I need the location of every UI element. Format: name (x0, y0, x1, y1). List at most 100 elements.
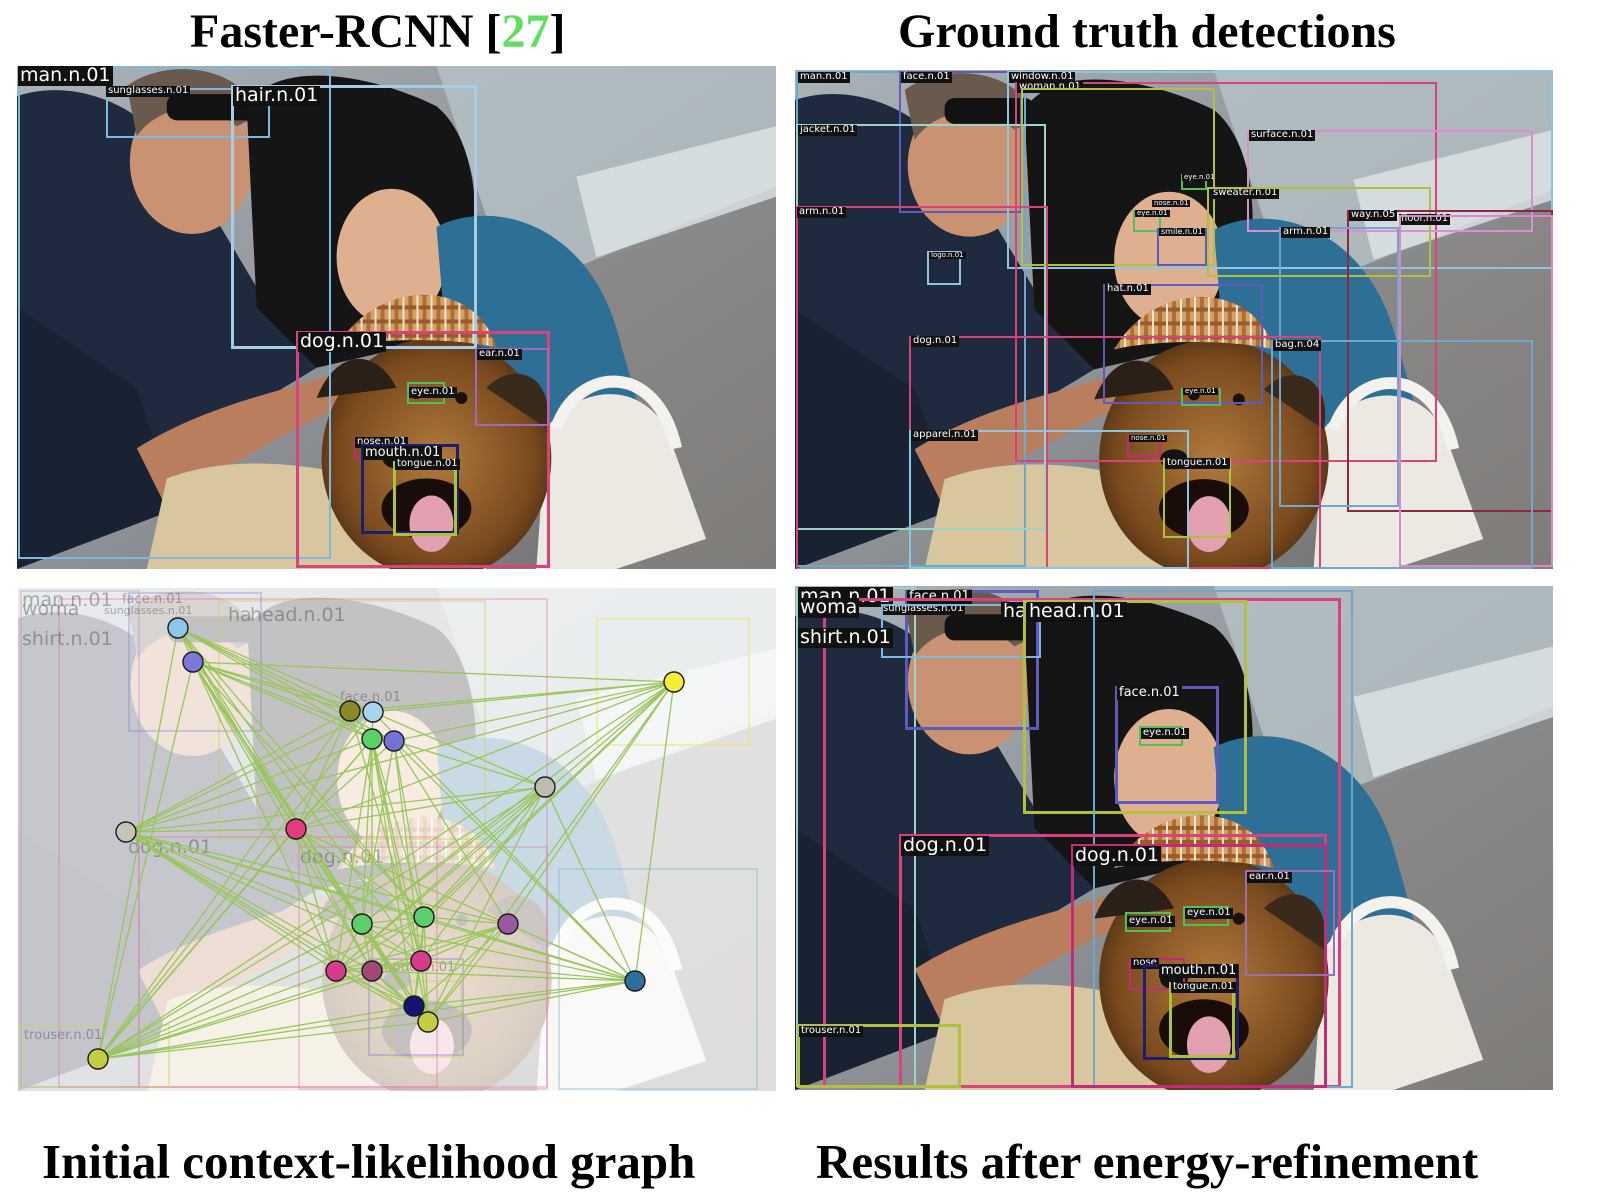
graph-edge (125, 831, 422, 962)
graph-edge (361, 923, 422, 962)
box-mouth (361, 444, 459, 534)
graph-edge (361, 738, 373, 925)
ground-truth-title: Ground truth detections (898, 5, 1396, 58)
gt-label-tongue: tongue.n.01 (1165, 457, 1230, 469)
graph-node (361, 960, 383, 982)
graph-edge (361, 786, 546, 925)
graph-edge (97, 970, 373, 1060)
graph-edge (97, 1005, 415, 1060)
graph-node (497, 913, 519, 935)
graph-node (624, 970, 646, 992)
graph-edge (413, 980, 636, 1007)
gt-label-bag: bag.n.04 (1273, 339, 1322, 351)
graph-edge (507, 923, 636, 982)
graph-edge (97, 627, 179, 1060)
graph-node (534, 776, 556, 798)
gt-label-nose-2: nose.n.01 (1129, 434, 1168, 443)
gt-label-logo: logo.n.01 (929, 251, 966, 260)
graph-node (663, 671, 685, 693)
graph-node (167, 617, 189, 639)
graph-node (351, 913, 373, 935)
graph-edge (335, 970, 415, 1007)
graph-node (413, 906, 435, 928)
gt-box-hat (1103, 284, 1263, 404)
graph-edge (177, 627, 425, 918)
graph-node (361, 728, 383, 750)
gt-label-sweater: sweater.n.01 (1211, 187, 1280, 199)
graph-edge (192, 661, 429, 1023)
graph-edge (97, 916, 425, 1060)
res-box-trouser (797, 1024, 961, 1088)
graph-edge (125, 828, 297, 833)
gt-label-arm-2: arm.n.01 (1281, 226, 1331, 238)
graph-edge (97, 661, 194, 1060)
label-dog: dog.n.01 (298, 330, 387, 352)
graph-edge (361, 923, 636, 982)
graph-box-trouser (20, 1024, 170, 1088)
graph-edge (420, 960, 636, 982)
graph-edge (192, 661, 425, 918)
gt-label-nose: nose.n.01 (1152, 199, 1191, 208)
graph-node (87, 1048, 109, 1070)
graph-edge (335, 681, 675, 972)
graph-edge (393, 740, 425, 918)
faster-rcnn-panel: man.n.01 sunglasses.n.01 hair.n.01 dog.n… (17, 66, 776, 569)
res-label-ha: ha (1001, 600, 1029, 622)
graph-panel: man.n.01 face.n.01 woma sunglasses.n.01 … (18, 588, 776, 1091)
gt-label-way: way.n.05 (1349, 209, 1398, 221)
label-eye: eye.n.01 (409, 386, 457, 398)
res-label-dog-1: dog.n.01 (901, 834, 990, 856)
box-man (18, 67, 331, 559)
gt-label-hat: hat.n.01 (1105, 283, 1151, 295)
res-label-face-2: face.n.01 (1117, 685, 1182, 700)
graph-edge (192, 661, 373, 740)
graph-edge (97, 970, 337, 1060)
gt-box-floor (1399, 215, 1553, 567)
graph-edge (177, 627, 374, 713)
graph-box-woman (58, 598, 548, 1088)
graph-edge (97, 980, 636, 1060)
graph-node (383, 730, 405, 752)
graph-edge (97, 923, 363, 1060)
gt-box-apparel (909, 430, 1189, 569)
box-dog (296, 331, 550, 568)
graph-edge (295, 828, 337, 972)
box-hair (231, 85, 477, 349)
gt-label-floor: floor.n.01 (1399, 213, 1451, 225)
box-tongue (393, 461, 457, 536)
graph-label-face: face.n.01 (122, 592, 183, 607)
res-label-mouth: mouth.n.01 (1159, 963, 1239, 978)
graph-edge (192, 661, 351, 712)
graph-edge (177, 627, 337, 972)
faster-rcnn-reference[interactable]: 27 (501, 5, 550, 58)
graph-edge (393, 740, 546, 788)
res-box-face (905, 590, 1039, 730)
res-label-eye-3: eye.n.01 (1185, 907, 1233, 919)
gt-label-woman: woman.n.01 (1017, 81, 1083, 93)
graph-edge (97, 828, 297, 1060)
graph-edge (125, 710, 351, 833)
gt-label-smile: smile.n.01 (1159, 227, 1205, 237)
graph-edge (97, 786, 546, 1060)
graph-edge (295, 786, 546, 830)
graph-edge (97, 681, 675, 1060)
graph-edge (371, 681, 675, 972)
graph-edge (295, 710, 351, 830)
res-label-eye-1: eye.n.01 (1141, 727, 1189, 739)
gt-label-window: window.n.01 (1009, 71, 1076, 83)
graph-edge (295, 828, 373, 972)
res-label-woma: woma (798, 596, 860, 618)
faster-rcnn-title-prefix: Faster-RCNN [ (190, 5, 502, 58)
results-title: Results after energy-refinement (816, 1134, 1479, 1189)
gt-box-tongue (1163, 458, 1231, 538)
graph-edge (372, 681, 675, 713)
graph-nodes (87, 617, 685, 1070)
faster-rcnn-title: Faster-RCNN [27] (190, 4, 565, 59)
graph-edges (97, 627, 675, 1060)
graph-edge (192, 661, 373, 972)
gt-box-sweater-2 (1207, 187, 1431, 277)
graph-box-window (596, 618, 750, 746)
graph-edge (393, 740, 509, 925)
res-box-head (1023, 600, 1247, 814)
graph-node (182, 651, 204, 673)
